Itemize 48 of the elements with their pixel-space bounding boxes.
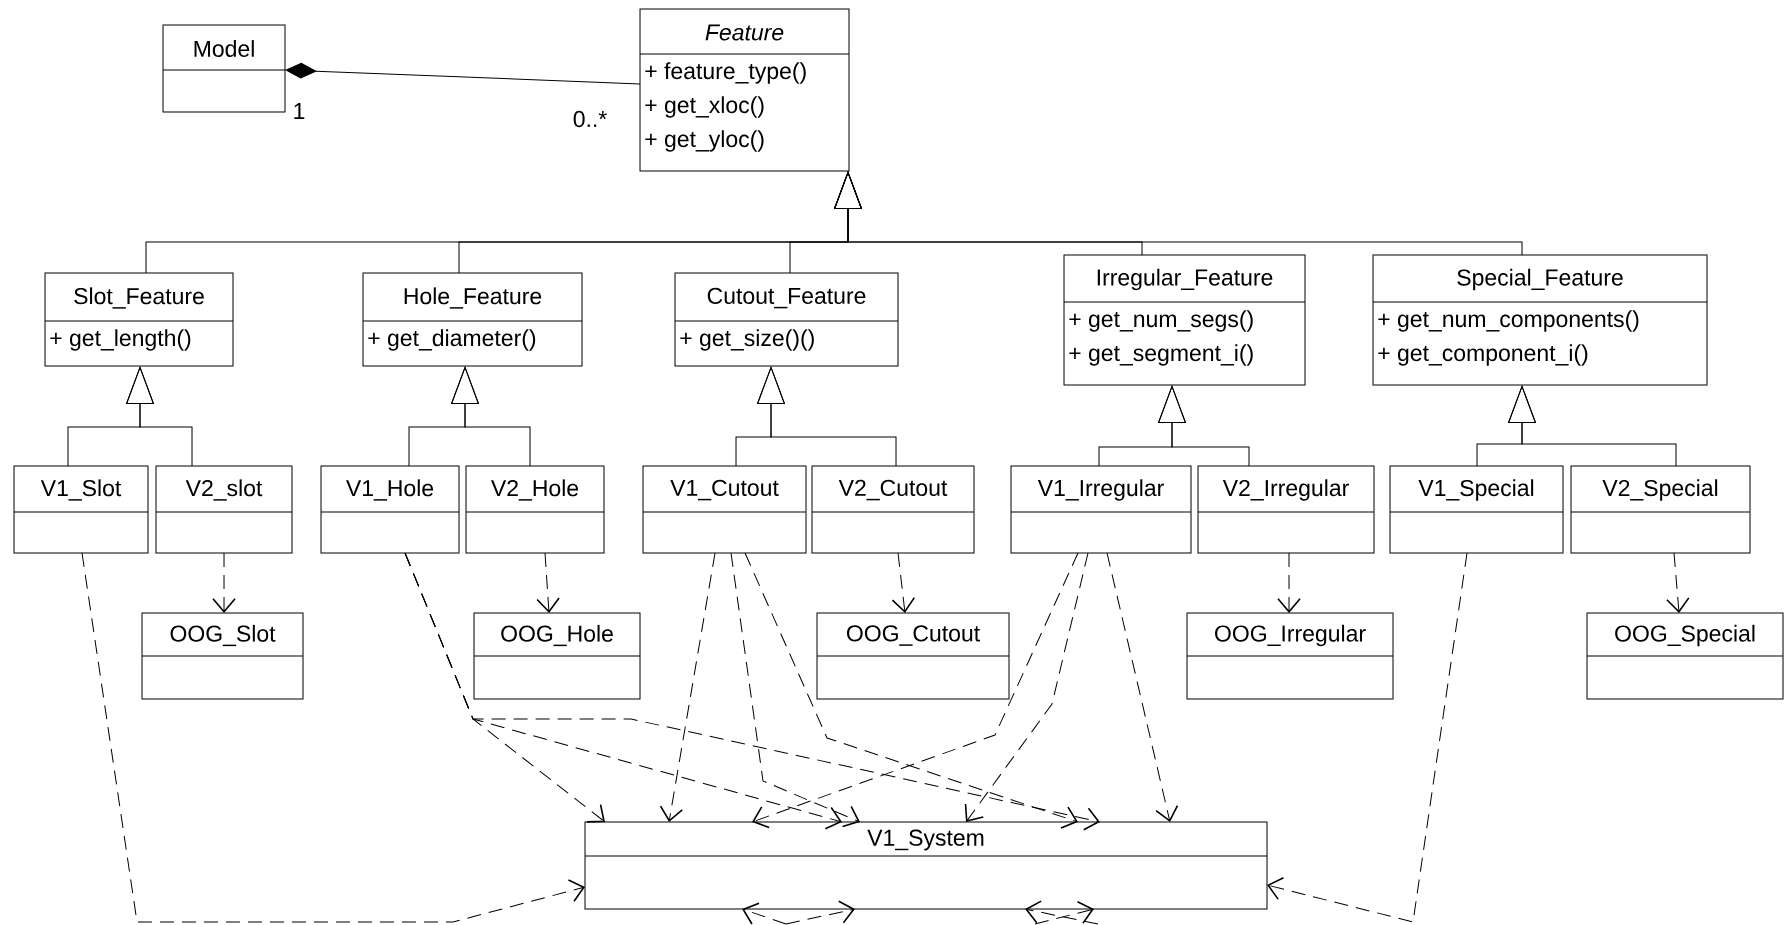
generalization-arrow [1158,385,1250,467]
class-box: OOG_Special [1586,612,1784,700]
class-box: Slot_Feature + get_length() [44,272,234,367]
dependency-arrow [1666,552,1690,613]
dependency-arrow [1025,900,1099,925]
dependency-arrow [81,552,585,923]
generalization-arrow [126,366,193,467]
generalization-arrow [834,171,1523,256]
class-box: V2_Hole [465,465,605,554]
composition-line [285,62,641,85]
class-box: Cutout_Feature + get_size()() [674,272,899,367]
dependency-arrow [742,902,787,925]
class-box: OOG_Irregular [1186,612,1394,700]
dependency-arrow [1106,552,1179,822]
class-box: OOG_Cutout [816,612,1010,700]
class-box: Special_Feature + get_num_components() + get_component_i() [1372,254,1708,386]
dependency-arrow [1277,552,1301,613]
dependency-arrow [891,552,916,613]
class-box: V2_slot [155,465,293,554]
dependency-arrow [785,900,855,925]
multiplicity-label: 1 [294,103,305,119]
class-box: Model [162,24,286,113]
class-box: V2_Special [1570,465,1751,554]
class-box: Hole_Feature + get_diameter() [362,272,583,367]
class-box: V1_System [584,821,1268,910]
class-box: V1_Special [1389,465,1564,554]
class-box: V1_Cutout [642,465,807,554]
class-box: V2_Cutout [811,465,975,554]
class-box: Feature + feature_type() + get_xloc() + get_yloc() [639,8,850,172]
dependency-arrow [1267,552,1468,923]
dependency-arrow [212,552,236,613]
dependency-arrow [964,552,1089,822]
generalization-arrow [451,366,531,467]
class-box: V1_Irregular [1010,465,1192,554]
multiplicity-label: 0..* [573,110,607,128]
class-box: OOG_Hole [473,612,641,700]
generalization-arrow [1508,385,1677,467]
class-box: V1_Hole [320,465,460,554]
dependency-arrow [536,552,560,613]
dependency-arrow [404,552,1100,831]
class-box: V1_Slot [13,465,149,554]
dependency-arrow [659,552,716,822]
dependency-arrow [730,552,860,828]
class-box: OOG_Slot [141,612,304,700]
generalization-arrow [757,366,897,467]
class-box: Irregular_Feature + get_num_segs() + get_segment_i() [1063,254,1306,386]
dependency-arrow [1034,901,1094,925]
class-box: V2_Irregular [1197,465,1375,554]
